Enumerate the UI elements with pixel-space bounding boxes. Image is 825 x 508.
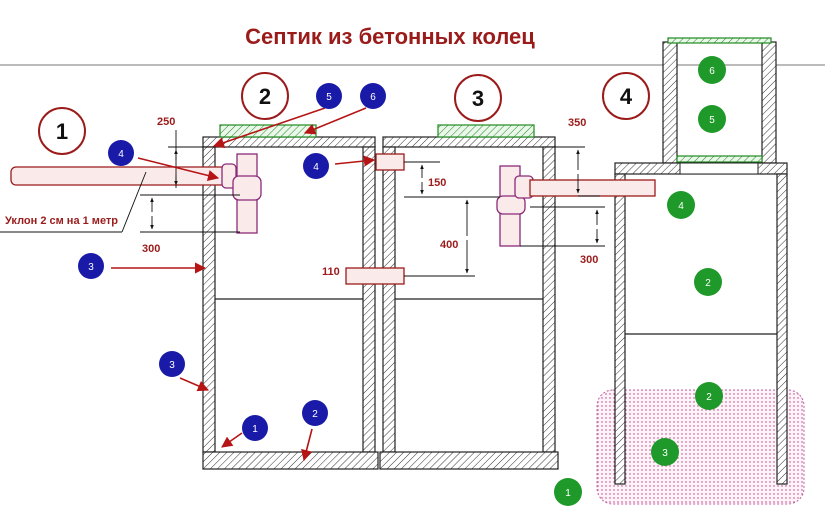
arrow-m4-mid [334, 155, 376, 167]
arrow-m1 [221, 432, 243, 448]
svg-text:1: 1 [56, 119, 68, 144]
svg-text:1: 1 [252, 424, 258, 435]
dim-250-label: 250 [157, 116, 175, 128]
svg-text:3: 3 [472, 86, 484, 111]
filtration-well [614, 37, 788, 485]
blue-marker-4-left: 4 [108, 140, 134, 166]
section-4-marker: 4 [602, 72, 650, 120]
green-marker-3: 3 [651, 438, 679, 466]
arrow-m5 [212, 107, 326, 149]
svg-text:4: 4 [313, 162, 319, 173]
green-marker-2-bottom: 2 [695, 382, 723, 410]
svg-text:4: 4 [620, 84, 633, 109]
green-marker-6: 6 [698, 56, 726, 84]
manhole-lid-2 [437, 124, 535, 138]
blue-marker-1: 1 [242, 415, 268, 441]
dim-150-label: 150 [428, 177, 446, 189]
green-marker-4: 4 [667, 191, 695, 219]
chamber-2 [379, 124, 559, 470]
green-marker-1: 1 [554, 478, 582, 506]
svg-text:6: 6 [709, 66, 715, 77]
dimension-250: 250 [157, 116, 215, 188]
svg-text:4: 4 [678, 201, 684, 212]
arrow-m3-bottom [179, 377, 210, 392]
svg-text:3: 3 [88, 262, 94, 273]
dim-300-left-label: 300 [142, 243, 160, 255]
svg-text:2: 2 [705, 278, 711, 289]
well-inner-lid [676, 155, 763, 163]
dimension-400: 400 [404, 196, 500, 277]
inlet-pipe [10, 166, 234, 186]
svg-text:3: 3 [169, 360, 175, 371]
overflow-pipe-lower [345, 267, 405, 285]
dim-110-label: 110 [322, 266, 340, 278]
svg-text:5: 5 [709, 115, 715, 126]
blue-marker-4-mid: 4 [303, 153, 329, 179]
blue-marker-6: 6 [360, 83, 386, 109]
dim-350-label: 350 [568, 117, 586, 129]
chamber-1 [202, 124, 379, 470]
svg-text:4: 4 [118, 149, 124, 160]
dimension-300-left: 300 [140, 194, 240, 255]
arrow-m4-left [137, 157, 220, 181]
svg-text:2: 2 [259, 84, 271, 109]
green-marker-5: 5 [698, 105, 726, 133]
overflow-pipe-upper [375, 153, 405, 171]
dim-400-label: 400 [440, 239, 458, 251]
well-top-lid [667, 37, 772, 44]
dimension-300-right: 300 [520, 206, 605, 266]
blue-marker-2: 2 [302, 400, 328, 426]
section-3-marker: 3 [454, 74, 502, 122]
arrow-m2 [301, 428, 313, 462]
svg-text:1: 1 [565, 488, 571, 499]
svg-text:3: 3 [662, 448, 668, 459]
svg-text:2: 2 [706, 392, 712, 403]
gravel-bed [596, 389, 805, 505]
slope-leader [121, 171, 147, 233]
section-1-marker: 1 [38, 107, 86, 155]
dim-300-right-label: 300 [580, 254, 598, 266]
arrow-m6 [303, 107, 367, 135]
diagram-title: Септик из бетонных колец [245, 24, 535, 49]
outlet-pipe [529, 179, 656, 197]
section-2-marker: 2 [241, 72, 289, 120]
dimension-150: 150 [404, 161, 500, 198]
blue-marker-3-bottom: 3 [159, 351, 185, 377]
svg-text:2: 2 [312, 409, 318, 420]
blue-marker-5: 5 [316, 83, 342, 109]
blue-marker-3-top: 3 [78, 253, 104, 279]
svg-text:6: 6 [370, 92, 376, 103]
inlet-tee [221, 153, 262, 234]
svg-text:5: 5 [326, 92, 332, 103]
slope-label: Уклон 2 см на 1 метр [5, 215, 118, 227]
dimension-350: 350 [555, 117, 600, 197]
outlet-tee [496, 165, 534, 247]
green-marker-2-top: 2 [694, 268, 722, 296]
